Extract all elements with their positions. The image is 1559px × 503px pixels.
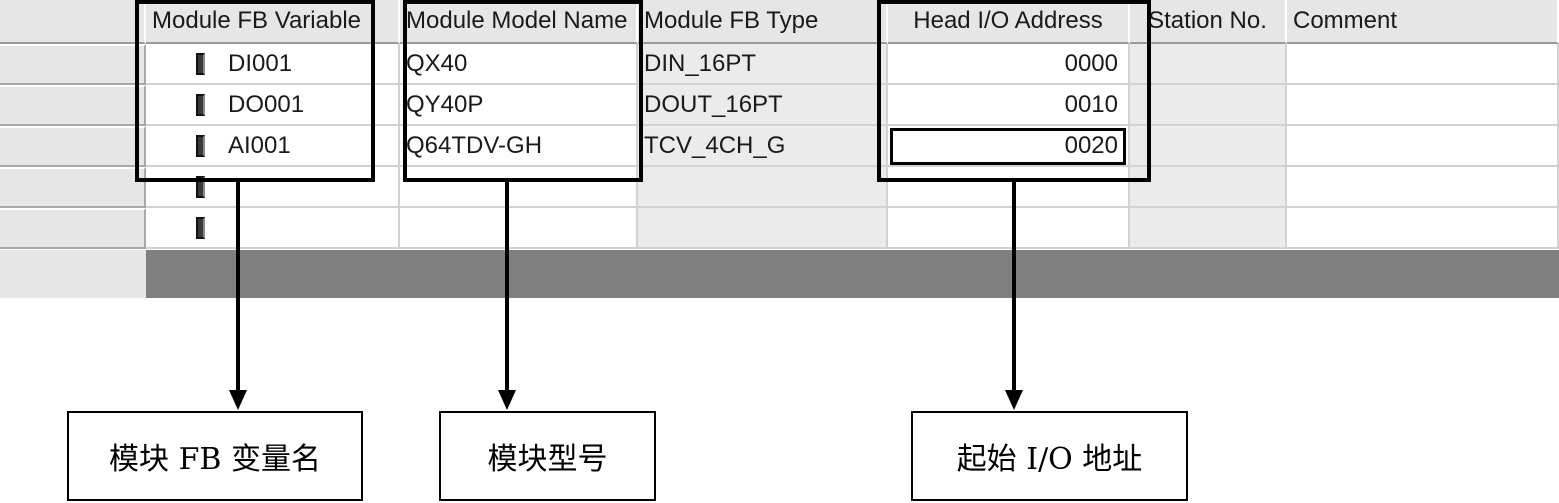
annotation-fb-variable: 模块 FB 变量名 [67, 411, 363, 501]
col-station-no-header[interactable]: Station No. [1130, 0, 1287, 44]
row-header[interactable] [0, 85, 146, 126]
table-cell-station-no[interactable] [1130, 208, 1287, 249]
table-cell-fb-type[interactable] [638, 208, 888, 249]
col-model-name-header[interactable]: Module Model Name [400, 0, 638, 44]
fb-variable-marker-icon [196, 217, 205, 239]
table-cell-fb-type[interactable]: DOUT_16PT [638, 85, 888, 126]
arrow-head-fb-variable [229, 390, 247, 410]
fb-variable-marker-icon [196, 176, 205, 198]
row-header[interactable] [0, 208, 146, 249]
fb-variable-marker-icon [196, 94, 205, 116]
table-cell-station-no[interactable] [1130, 44, 1287, 85]
row-header[interactable] [0, 167, 146, 208]
table-cell-fb-variable[interactable] [146, 208, 400, 249]
table-cell-model-name[interactable]: QY40P [400, 85, 638, 126]
row-header[interactable] [0, 44, 146, 85]
selected-cell-outline [890, 128, 1126, 165]
table-cell-model-name[interactable]: QX40 [400, 44, 638, 85]
col-comment-header[interactable]: Comment [1287, 0, 1559, 44]
table-cell-model-name[interactable] [400, 167, 638, 208]
row-header-filler [0, 250, 146, 298]
table-cell-fb-variable[interactable]: DI001 [146, 44, 400, 85]
arrow-line-head-io [1012, 182, 1016, 392]
col-head-io-header[interactable]: Head I/O Address [888, 0, 1130, 44]
table-cell-head-io[interactable]: 0000 [888, 44, 1130, 85]
col-fb-type-header[interactable]: Module FB Type [638, 0, 888, 44]
table-cell-fb-variable[interactable] [146, 167, 400, 208]
table-cell-fb-variable[interactable]: DO001 [146, 85, 400, 126]
highlight-box-model-name [403, 0, 643, 182]
table-cell-fb-type[interactable]: TCV_4CH_G [638, 126, 888, 167]
row-header[interactable] [0, 126, 146, 167]
corner-header [0, 0, 146, 44]
fb-variable-marker-icon [196, 53, 205, 75]
table-cell-comment[interactable] [1287, 167, 1559, 208]
table-cell-comment[interactable] [1287, 44, 1559, 85]
table-cell-fb-variable[interactable]: AI001 [146, 126, 400, 167]
table-cell-station-no[interactable] [1130, 167, 1287, 208]
fb-variable-marker-icon [196, 135, 205, 157]
annotation-model-name: 模块型号 [439, 411, 656, 501]
col-fb-variable-header[interactable]: Module FB Variable [146, 0, 400, 44]
highlight-box-head-io [877, 0, 1151, 182]
table-cell-station-no[interactable] [1130, 126, 1287, 167]
arrow-line-model-name [505, 182, 509, 392]
table-cell-head-io[interactable] [888, 167, 1130, 208]
table-cell-head-io[interactable]: 0010 [888, 85, 1130, 126]
arrow-line-fb-variable [236, 182, 240, 392]
table-cell-station-no[interactable] [1130, 85, 1287, 126]
arrow-head-head-io [1005, 390, 1023, 410]
table-cell-fb-type[interactable]: DIN_16PT [638, 44, 888, 85]
annotation-head-io: 起始 I/O 地址 [911, 411, 1188, 501]
table-empty-area [146, 250, 1559, 298]
table-cell-fb-type[interactable] [638, 167, 888, 208]
table-cell-head-io[interactable]: 0020 [888, 126, 1130, 167]
table-cell-model-name[interactable]: Q64TDV-GH [400, 126, 638, 167]
highlight-box-fb-variable [135, 0, 375, 182]
table-cell-comment[interactable] [1287, 85, 1559, 126]
table-cell-head-io[interactable] [888, 208, 1130, 249]
table-cell-comment[interactable] [1287, 126, 1559, 167]
table-cell-model-name[interactable] [400, 208, 638, 249]
arrow-head-model-name [498, 390, 516, 410]
table-cell-comment[interactable] [1287, 208, 1559, 249]
